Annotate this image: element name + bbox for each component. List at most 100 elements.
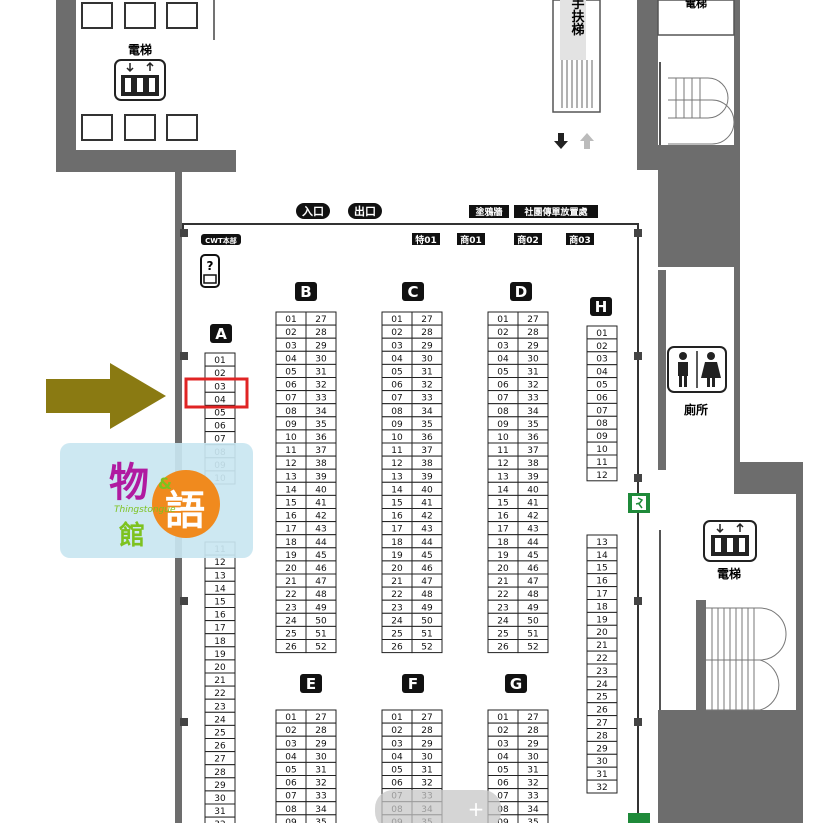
booth-number: 35 [421,420,432,430]
booth-number: 01 [285,315,296,325]
logo-char-1: 物 [109,460,149,506]
booth-number: 09 [285,420,297,430]
block-C-sign [402,282,424,301]
booth-number: 09 [596,432,608,442]
booth-number: 20 [497,564,509,574]
booth-number: 17 [391,525,402,535]
booth-number: 22 [497,590,508,600]
booth-number: 32 [596,783,607,793]
booth-number: 40 [315,485,327,495]
booth-number: 41 [315,499,326,509]
booth-D[interactable] [517,639,549,654]
booth-number: 26 [497,643,509,653]
booth-number: 21 [214,676,225,686]
zoom-plus-icon[interactable]: + [468,797,485,821]
booth-E[interactable] [305,814,337,823]
booth-number: 20 [596,628,608,638]
booth-number: 06 [214,422,226,432]
booth-number: 13 [391,472,402,482]
booth-number: 25 [497,630,508,640]
booth-number: 49 [315,603,327,613]
elevator-left-icon [114,59,166,101]
booth-number: 09 [391,420,403,430]
booth-number: 08 [285,805,297,815]
booth-number: 05 [497,368,508,378]
booth-number: 36 [315,433,327,443]
booth-number: 29 [596,744,608,754]
booth-number: 20 [285,564,297,574]
booth-number: 43 [527,525,538,535]
booth-number: 04 [596,368,608,378]
booth-number: 02 [214,369,225,379]
up-arrow-icon [580,133,594,149]
booth-G[interactable] [517,814,549,823]
booth-B[interactable] [305,639,337,654]
booth-number: 19 [497,551,509,561]
booth-number: 31 [315,766,326,776]
highlight-box-booth-a03 [184,377,249,409]
restroom-label: 廁所 [684,402,708,417]
booth-number: 13 [214,571,225,581]
booth-number: 07 [596,406,607,416]
booth-number: 48 [315,590,327,600]
booth-number: 07 [285,792,296,802]
booth-number: 33 [527,792,538,802]
booth-number: 12 [497,459,508,469]
logo-char-3: 館 [119,520,145,551]
booth-number: 47 [527,577,538,587]
booth-number: 10 [285,433,297,443]
booth-number: 42 [527,512,538,522]
booth-number: 32 [527,779,538,789]
booth-number: 01 [497,713,508,723]
emergency-exit-icon [628,493,650,513]
booth-H[interactable] [586,779,618,794]
booth-number: 06 [391,779,403,789]
booth-number: 29 [421,341,433,351]
booth-number: 26 [214,742,226,752]
booth-number: 29 [421,739,433,749]
booth-number: 12 [285,459,296,469]
walls [56,0,803,823]
booth-number: 25 [596,693,607,703]
booth-number: 37 [527,446,538,456]
booth-number: 11 [285,446,296,456]
booth-number: 28 [315,328,327,338]
zoom-in-button[interactable]: + [375,790,501,823]
booth-number: 08 [285,407,297,417]
cwt-hq-label: CWT本部 [205,236,237,245]
booth-number: 33 [315,394,326,404]
booth-number: 10 [497,433,509,443]
booth-number: 29 [214,781,226,791]
booth-number: 12 [596,471,607,481]
booth-number: 17 [285,525,296,535]
booth-number: 33 [315,792,326,802]
booth-number: 04 [497,752,509,762]
special-table-label: 商01 [460,234,482,246]
booth-number: 31 [214,807,225,817]
booth-number: 03 [497,739,508,749]
booth-A[interactable] [204,816,236,823]
booth-number: 26 [391,643,403,653]
booth-number: 10 [391,433,403,443]
booth-number: 11 [391,446,402,456]
booth-number: 51 [421,630,432,640]
booth-number: 28 [421,726,433,736]
booth-C[interactable] [411,639,443,654]
booth-number: 14 [391,485,403,495]
booth-number: 06 [285,779,297,789]
booth-number: 13 [596,538,607,548]
booth-number: 23 [596,667,607,677]
elevator-left-label: 電梯 [128,42,152,57]
booth-number: 14 [497,485,509,495]
booth-number: 16 [285,512,297,522]
booth-number: 43 [315,525,326,535]
booth-number: 48 [421,590,433,600]
booth-number: 19 [596,615,608,625]
booth-number: 38 [421,459,433,469]
booth-number: 07 [391,394,402,404]
entrance-sign: 入口 [296,203,330,219]
booth-number: 08 [497,805,509,815]
booth-H[interactable] [586,467,618,482]
booth-number: 28 [214,768,226,778]
